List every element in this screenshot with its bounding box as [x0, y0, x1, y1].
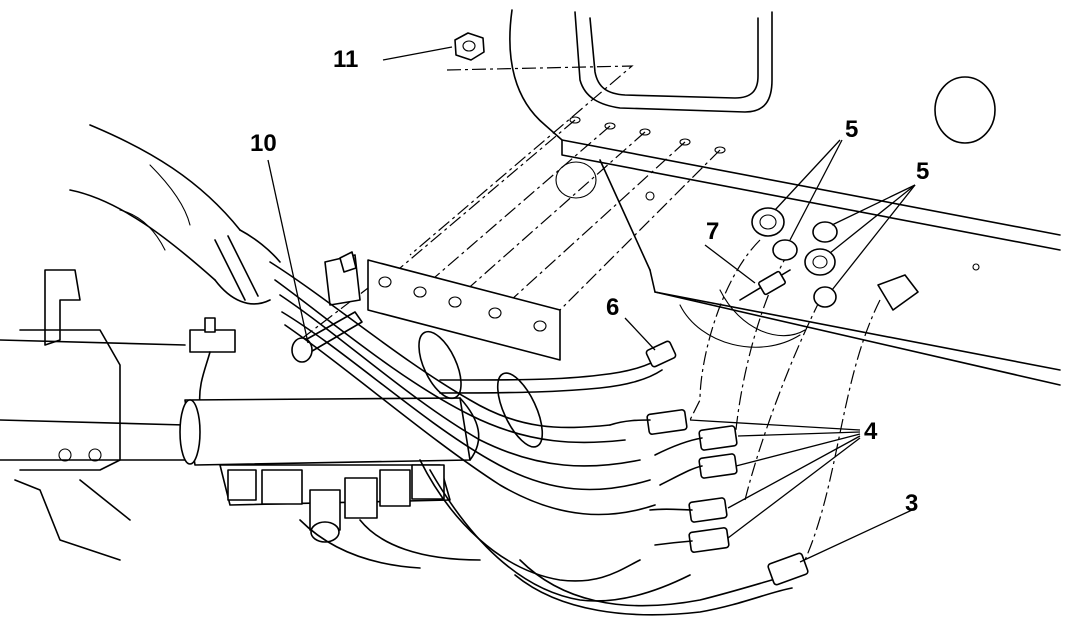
- access-window: [574, 11, 773, 113]
- callout-4: 4: [864, 418, 878, 445]
- sensor-bracket: [189, 317, 236, 406]
- valve-block: [219, 464, 451, 543]
- housing-plate: [509, 9, 1061, 386]
- port-connectors: [751, 207, 919, 311]
- sensor-probe: [739, 269, 791, 301]
- callout-10: 10: [250, 130, 277, 157]
- hydraulic-cylinder: [179, 397, 480, 466]
- fitting-3: [767, 552, 809, 586]
- round-cover: [934, 76, 996, 144]
- upper-holes: [569, 116, 726, 154]
- leader-lines: [267, 46, 916, 563]
- nut: [454, 32, 485, 61]
- clamp-plate: [367, 259, 561, 361]
- cable-ties: [418, 330, 544, 448]
- callout-7: 7: [706, 218, 720, 245]
- callout-6: 6: [606, 294, 620, 321]
- alignment-lines: [299, 65, 881, 561]
- callout-5-left: 5: [845, 116, 859, 143]
- mounting-block: [324, 251, 361, 306]
- hose-fittings: [609, 409, 738, 553]
- callout-11: 11: [333, 46, 359, 73]
- callout-5-right: 5: [916, 158, 930, 185]
- operator-arm: [69, 124, 281, 305]
- hose-bundle: [269, 261, 793, 616]
- frame-structure: [0, 269, 186, 561]
- callout-3: 3: [905, 490, 919, 517]
